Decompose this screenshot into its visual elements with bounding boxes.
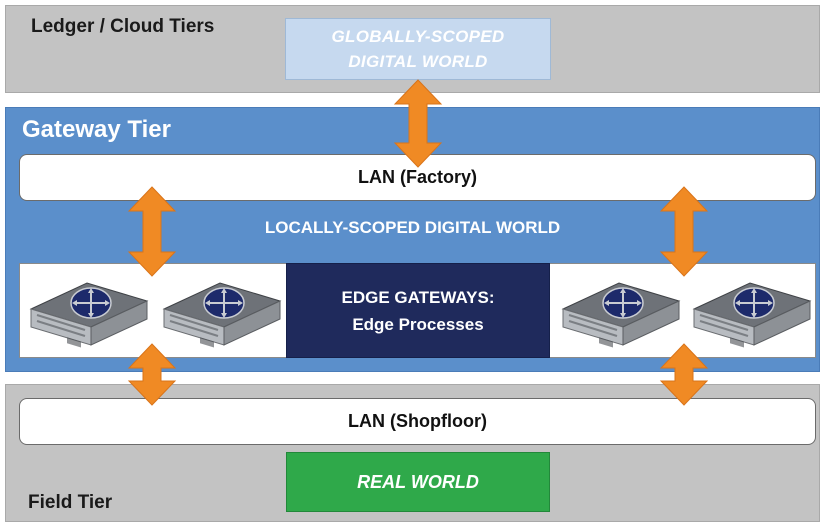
double-arrow-icon [393, 79, 443, 168]
server-icon [29, 282, 149, 348]
double-arrow-icon [659, 343, 709, 406]
cloud-tier-label: Ledger / Cloud Tiers [31, 16, 215, 37]
globally-scoped-world-box: GLOBALLY-SCOPED DIGITAL WORLD [285, 18, 551, 80]
lan-factory-label: LAN (Factory) [357, 167, 477, 187]
lan-shopfloor-label: LAN (Shopfloor) [348, 411, 487, 431]
real-world-box: REAL WORLD [286, 452, 550, 512]
server-icon [561, 282, 681, 348]
double-arrow-icon [659, 186, 709, 277]
global-world-line2: DIGITAL WORLD [348, 52, 488, 71]
double-arrow-icon [127, 186, 177, 277]
double-arrow-icon [127, 343, 177, 406]
gateway-tier-label: Gateway Tier [22, 116, 171, 143]
field-tier-label: Field Tier [28, 492, 113, 513]
lan-shopfloor-bar: LAN (Shopfloor) [19, 398, 816, 445]
edge-gateways-title: EDGE GATEWAYS: [341, 287, 495, 307]
server-icon [692, 282, 812, 348]
real-world-label: REAL WORLD [357, 471, 479, 492]
server-icon [162, 282, 282, 348]
global-world-line1: GLOBALLY-SCOPED [331, 27, 505, 46]
edge-gateways-box: EDGE GATEWAYS: Edge Processes [286, 263, 550, 358]
edge-processes-label: Edge Processes [352, 314, 484, 334]
locally-scoped-world-label: LOCALLY-SCOPED DIGITAL WORLD [264, 218, 561, 237]
